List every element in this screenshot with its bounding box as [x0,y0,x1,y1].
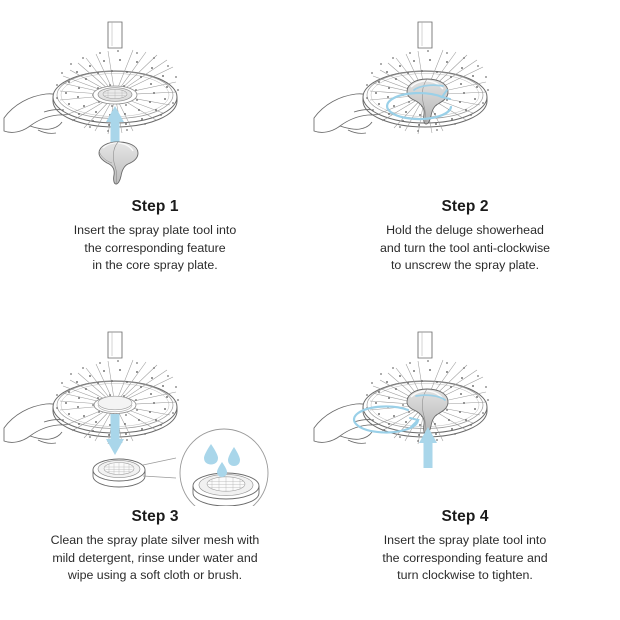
step-line: and turn the tool anti-clockwise [379,240,551,255]
illustration-step-3 [3,331,269,506]
step-line: mild detergent, rinse under water and [52,550,258,565]
showerhead-disc [52,49,180,135]
step-description: Insert the spray plate tool into the cor… [10,222,300,275]
rotation-arrow-anticlockwise [385,84,453,121]
caption-step-4: Step 4 Insert the spray plate tool into … [320,508,610,585]
down-arrow [106,414,124,455]
step-title: Step 3 [131,508,179,525]
illustration-step-4 [313,331,490,468]
step-line: the corresponding feature and [382,550,548,565]
step-title: Step 2 [441,198,489,215]
step-line: Insert the spray plate tool into [73,223,237,238]
up-arrow [419,427,437,468]
step-line: in the core spray plate. [92,258,218,273]
step-panel-4: Step 4 Insert the spray plate tool into … [310,310,620,620]
spray-plate-tool-inserted [406,388,449,435]
spray-plate-tool [98,141,139,185]
water-droplets [204,444,240,477]
mounting-stem [417,21,433,49]
step-title: Step 1 [131,198,179,215]
step-panel-1: Step 1 Insert the spray plate tool into … [0,0,310,310]
step-description: Hold the deluge showerhead and turn the … [320,222,610,275]
step-line: wipe using a soft cloth or brush. [67,568,243,583]
illustration-step-1 [3,21,180,185]
illustration-step-2 [313,21,490,135]
step-panel-2: Step 2 Hold the deluge showerhead and tu… [310,0,620,310]
mounting-stem [107,331,123,359]
showerhead-disc [52,359,180,445]
step-line: to unscrew the spray plate. [390,258,540,273]
magnifier-callout [179,428,269,506]
step-line: Clean the spray plate silver mesh with [50,533,260,548]
caption-step-3: Step 3 Clean the spray plate silver mesh… [10,508,300,585]
removed-spray-plate [92,458,146,488]
callout-connector [142,457,177,479]
rotation-arrow-clockwise [352,394,446,434]
step-line: Insert the spray plate tool into [383,533,547,548]
caption-step-1: Step 1 Insert the spray plate tool into … [10,198,300,275]
step-description: Clean the spray plate silver mesh with m… [10,532,300,585]
step-line: Hold the deluge showerhead [386,223,544,238]
caption-step-2: Step 2 Hold the deluge showerhead and tu… [320,198,610,275]
step-title: Step 4 [441,508,489,525]
step-description: Insert the spray plate tool into the cor… [320,532,610,585]
up-arrow [106,106,124,142]
step-line: the corresponding feature [84,240,226,255]
mounting-stem [107,21,123,49]
step-panel-3: Step 3 Clean the spray plate silver mesh… [0,310,310,620]
step-line: turn clockwise to tighten. [397,568,533,583]
callout-spray-plate [192,472,260,506]
mounting-stem [417,331,433,359]
